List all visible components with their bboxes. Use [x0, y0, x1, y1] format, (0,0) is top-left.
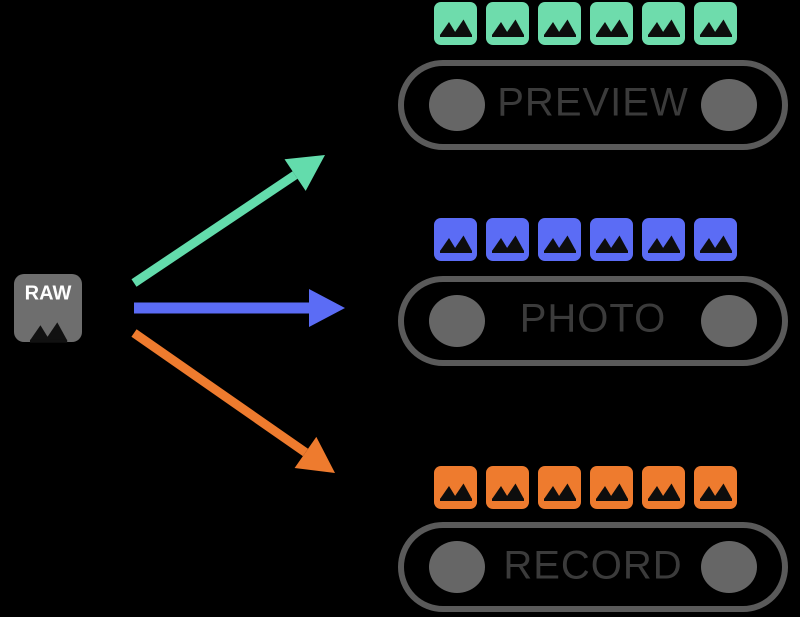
raw-source-label: RAW [25, 282, 72, 304]
image-mountain-icon [700, 483, 732, 501]
belt-label-record: RECORD [503, 544, 682, 588]
belt-outline-record [398, 522, 788, 612]
raw-source-box[interactable] [14, 274, 82, 342]
belt-roller-right-record [701, 541, 757, 593]
image-mountain-icon [440, 235, 472, 253]
image-mountain-icon [440, 19, 472, 37]
arrow-photo-head [309, 289, 345, 327]
frame-strip-photo [434, 218, 737, 261]
arrow-photo-shaft [134, 302, 309, 314]
arrow-record [131, 329, 335, 473]
frame-tile[interactable] [694, 466, 737, 509]
image-mountain-icon [648, 19, 680, 37]
arrow-preview-shaft [131, 171, 298, 287]
belt-roller-right-photo [701, 295, 757, 347]
image-mountain-icon [700, 19, 732, 37]
frame-tile[interactable] [538, 466, 581, 509]
image-mountain-icon [492, 235, 524, 253]
frame-tile[interactable] [434, 2, 477, 45]
frame-tile[interactable] [642, 2, 685, 45]
frame-strip-preview [434, 2, 737, 45]
raw-source-image-icon [29, 322, 68, 343]
belt-label-preview: PREVIEW [497, 81, 688, 125]
image-mountain-icon [440, 483, 472, 501]
frame-strip-record [434, 466, 737, 509]
arrow-record-head [294, 436, 335, 473]
image-mountain-icon [29, 322, 68, 343]
frame-tile[interactable] [538, 218, 581, 261]
output-row-preview: PREVIEW [398, 2, 788, 150]
belt-roller-left-photo [429, 295, 485, 347]
arrow-photo [134, 289, 345, 327]
arrow-record-shaft [131, 329, 309, 457]
belt-roller-left-preview [429, 79, 485, 131]
frame-tile[interactable] [694, 2, 737, 45]
frame-tile[interactable] [434, 466, 477, 509]
image-mountain-icon [544, 235, 576, 253]
frame-tile[interactable] [694, 218, 737, 261]
frame-tile[interactable] [538, 2, 581, 45]
arrows-group [131, 155, 345, 473]
frame-tile[interactable] [434, 218, 477, 261]
frame-tile[interactable] [590, 218, 633, 261]
image-mountain-icon [596, 483, 628, 501]
image-mountain-icon [544, 483, 576, 501]
belt-label-photo: PHOTO [520, 297, 667, 341]
frame-tile[interactable] [642, 218, 685, 261]
image-mountain-icon [492, 483, 524, 501]
frame-tile[interactable] [486, 466, 529, 509]
conveyor-belt-photo[interactable]: PHOTO [398, 276, 788, 366]
image-mountain-icon [544, 19, 576, 37]
arrow-preview-head [284, 155, 325, 191]
outputs-group: PREVIEW PHOTO RECORD [398, 2, 788, 612]
image-mountain-icon [700, 235, 732, 253]
output-row-photo: PHOTO [398, 218, 788, 366]
belt-roller-left-record [429, 541, 485, 593]
frame-tile[interactable] [590, 466, 633, 509]
image-mountain-icon [596, 235, 628, 253]
image-mountain-icon [492, 19, 524, 37]
belt-outline-preview [398, 60, 788, 150]
belt-roller-right-preview [701, 79, 757, 131]
raw-source-node[interactable]: RAW [14, 274, 82, 343]
frame-tile[interactable] [642, 466, 685, 509]
output-row-record: RECORD [398, 466, 788, 612]
image-mountain-icon [596, 19, 628, 37]
frame-tile[interactable] [486, 218, 529, 261]
conveyor-belt-preview[interactable]: PREVIEW [398, 60, 788, 150]
belt-outline-photo [398, 276, 788, 366]
arrow-preview [131, 155, 325, 287]
image-mountain-icon [648, 483, 680, 501]
image-mountain-icon [648, 235, 680, 253]
frame-tile[interactable] [590, 2, 633, 45]
frame-tile[interactable] [486, 2, 529, 45]
conveyor-belt-record[interactable]: RECORD [398, 522, 788, 612]
